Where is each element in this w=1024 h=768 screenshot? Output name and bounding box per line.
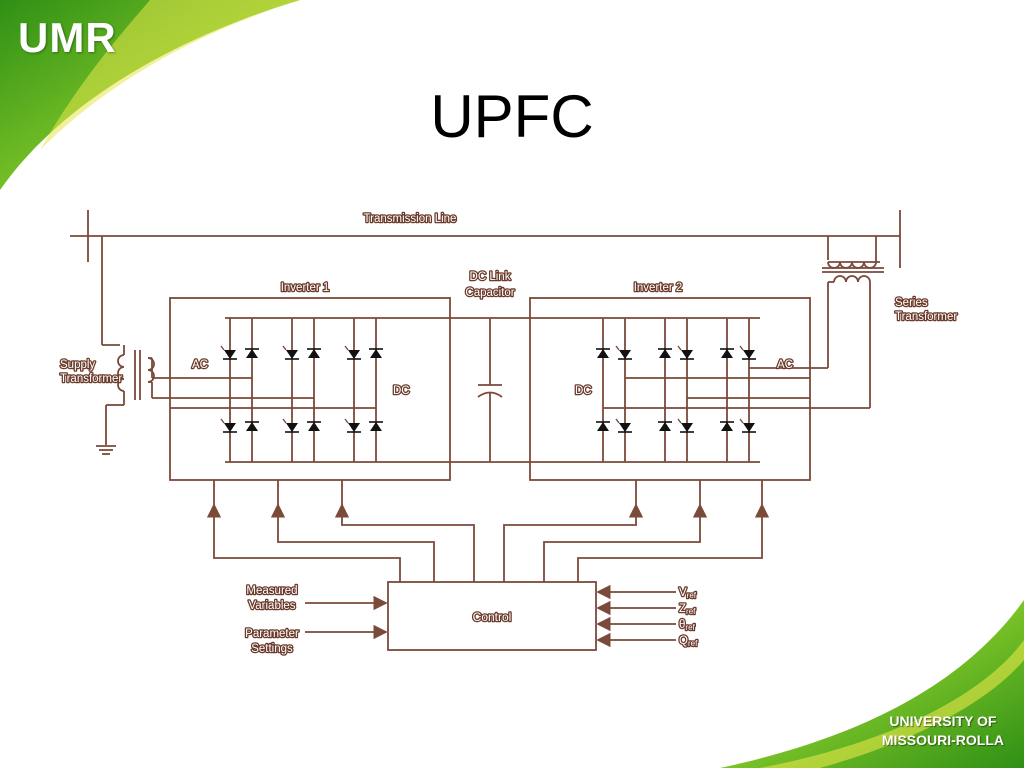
vref-label: Vref bbox=[679, 587, 697, 600]
dc-link-label-2: Capacitor bbox=[465, 287, 514, 299]
dc-link-capacitor bbox=[450, 317, 530, 463]
inverter-1-box bbox=[169, 297, 451, 481]
footer-line-2: MISSOURI-ROLLA bbox=[881, 732, 1004, 748]
ref-labels: Vref Zref θref Qref bbox=[678, 586, 700, 650]
series-transformer bbox=[810, 236, 884, 409]
inverter-2-label: Inverter 2 bbox=[634, 282, 683, 294]
dc-label-left: DC bbox=[393, 385, 410, 397]
supply-transformer-label-2: Transformer bbox=[60, 373, 122, 385]
university-footer: UNIVERSITY OF MISSOURI-ROLLA bbox=[882, 712, 1004, 750]
dc-link-label-1: DC Link bbox=[470, 271, 511, 283]
inverter-1-switches bbox=[220, 345, 384, 433]
top-left-swoosh-highlight bbox=[40, 0, 300, 150]
top-left-swoosh bbox=[0, 0, 300, 190]
series-transformer-label-1: Series bbox=[895, 297, 928, 309]
inverter-1-label: Inverter 1 bbox=[281, 282, 330, 294]
bottom-right-swoosh bbox=[720, 600, 1024, 768]
transmission-line-label: Transmission Line bbox=[364, 213, 457, 225]
control-box bbox=[387, 581, 597, 651]
dc-label-right: DC bbox=[575, 385, 592, 397]
parameter-label-1: Parameter bbox=[245, 628, 299, 640]
measured-label-2: Variables bbox=[248, 600, 295, 612]
ac-label-right: AC bbox=[777, 359, 793, 371]
series-transformer-label-2: Transformer bbox=[895, 311, 957, 323]
footer-line-1: UNIVERSITY OF bbox=[889, 713, 997, 729]
inverter-2-switches bbox=[595, 345, 757, 433]
umr-logo: UMR bbox=[18, 14, 117, 61]
measured-label-1: Measured bbox=[246, 585, 297, 597]
control-label: Control bbox=[473, 610, 512, 624]
theta-ref-label: θref bbox=[679, 619, 696, 632]
ac-label-left: AC bbox=[192, 359, 208, 371]
inverter-2-box bbox=[529, 297, 811, 481]
slide-title: UPFC bbox=[430, 83, 594, 150]
gate-signal-lines bbox=[206, 480, 770, 582]
parameter-label-2: Settings bbox=[251, 643, 293, 655]
supply-transformer-label-1: Supply bbox=[60, 359, 95, 371]
zref-label: Zref bbox=[679, 603, 696, 616]
qref-label: Qref bbox=[679, 635, 698, 648]
supply-transformer bbox=[96, 236, 170, 455]
bottom-right-swoosh-highlight bbox=[760, 640, 1024, 768]
